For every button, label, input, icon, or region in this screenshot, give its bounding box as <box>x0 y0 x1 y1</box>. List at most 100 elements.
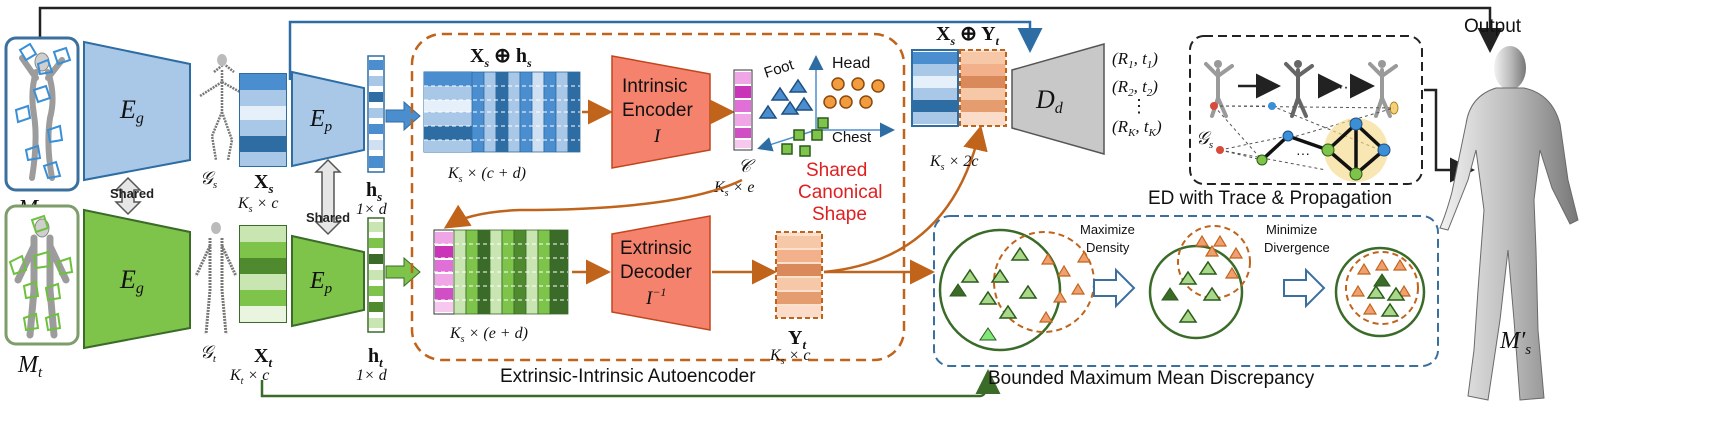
source-mesh-panel: Ms <box>4 36 80 225</box>
ed-graph: ··· <box>1216 117 1391 182</box>
svg-text:Shape: Shape <box>812 204 867 225</box>
svg-text:Ep: Ep <box>309 106 333 135</box>
svg-text:I: I <box>653 126 662 147</box>
svg-text:M′s: M′s <box>1499 328 1531 358</box>
arrow-yt-to-decoder <box>823 125 988 274</box>
target-mesh-figure <box>8 214 74 339</box>
svg-text:I−1: I−1 <box>645 285 666 309</box>
svg-text:𝒢s: 𝒢s <box>200 168 217 191</box>
shared-label-eg: Shared <box>110 186 154 201</box>
skip-arrow-source <box>38 6 1503 53</box>
svg-text:Xs: Xs <box>254 171 274 196</box>
source-mesh-figure <box>14 42 72 181</box>
target-mesh-sub: t <box>38 365 43 381</box>
global-encoder-source: Eg <box>83 40 191 182</box>
arrow-into-concat-bottom <box>385 256 421 288</box>
svg-text:1× d: 1× d <box>356 367 388 384</box>
svg-text:(R2, t2): (R2, t2) <box>1112 77 1158 99</box>
decoder-concat: Xs ⊕ Yt Ks × 2c <box>911 23 1007 173</box>
concat-block-bottom: 𝒞 ⊕ ht Ks × (e + d) <box>433 229 569 345</box>
svg-text:Eg: Eg <box>119 265 144 297</box>
svg-text:Ks × c: Ks × c <box>769 347 810 367</box>
skip-arrow-xs <box>288 20 1043 80</box>
svg-text:Density: Density <box>1086 240 1130 255</box>
svg-text:···: ··· <box>1296 145 1310 161</box>
arrow-canonical-to-decoder <box>443 178 743 229</box>
arrow-minimize-divergence <box>1283 267 1326 309</box>
feature-block-xt: Xt Kt × c <box>229 225 287 387</box>
svg-text:Kt × c: Kt × c <box>229 367 269 387</box>
shared-canonical-shape: Foot Head Chest Shared Canonical Shape <box>757 55 895 225</box>
svg-text:(RK, tK): (RK, tK) <box>1112 117 1162 139</box>
svg-text:···: ··· <box>1338 79 1354 96</box>
svg-text:Head: Head <box>832 55 870 72</box>
feature-block-yt: Yt Ks × c <box>769 231 823 367</box>
svg-text:Eg: Eg <box>119 95 144 127</box>
autoencoder-panel: Extrinsic-Intrinsic Autoencoder <box>410 32 906 387</box>
global-encoder-target: Eg <box>83 208 191 350</box>
bmmd-stage-1 <box>938 228 1095 352</box>
point-encoder-source: Ep <box>291 70 365 168</box>
bmmd-title: Bounded Maximum Mean Discrepancy <box>988 368 1315 389</box>
shared-arrow-eg: Shared <box>110 176 154 216</box>
svg-text:𝒢t: 𝒢t <box>200 342 217 365</box>
transform-list: (R1, t1) (R2, t2) ⋮ (RK, tK) <box>1112 49 1162 139</box>
svg-text:𝒢s: 𝒢s <box>1196 128 1213 151</box>
global-feature-hs: hs 1× d <box>356 55 388 218</box>
canonical-feature: 𝒞 Ks × e <box>713 69 756 199</box>
svg-text:Chest: Chest <box>832 129 872 146</box>
svg-text:Ks × c: Ks × c <box>237 195 278 215</box>
svg-text:Shared: Shared <box>806 160 867 181</box>
svg-text:Intrinsic: Intrinsic <box>622 76 687 97</box>
extrinsic-decoder: Extrinsic Decoder I−1 <box>611 215 711 331</box>
svg-text:Extrinsic: Extrinsic <box>620 238 692 259</box>
svg-text:Yt: Yt <box>788 327 806 352</box>
feature-block-xs: Xs Ks × c <box>237 73 287 215</box>
concat-block-top: Xs ⊕ hs Ks × (c + d) <box>423 45 581 185</box>
svg-text:⋮: ⋮ <box>1130 96 1148 116</box>
svg-text:ht: ht <box>368 345 383 370</box>
svg-text:Canonical: Canonical <box>798 182 883 203</box>
point-cloud-target: 𝒢t <box>194 222 238 365</box>
svg-text:Ks × (c + d): Ks × (c + d) <box>447 165 526 185</box>
point-encoder-target: Ep <box>291 234 365 328</box>
svg-text:Minimize: Minimize <box>1266 222 1317 237</box>
svg-text:Foot: Foot <box>762 56 797 82</box>
bmmd-panel: Bounded Maximum Mean Discrepancy Maximiz… <box>933 215 1439 389</box>
svg-text:Encoder: Encoder <box>622 100 693 121</box>
point-cloud-source: 𝒢s <box>199 54 241 191</box>
svg-text:Xt: Xt <box>254 345 272 370</box>
deformation-decoder: Dd <box>1011 43 1105 155</box>
target-mesh-label: M <box>17 352 40 378</box>
svg-text:Ks × (e + d): Ks × (e + d) <box>449 325 528 345</box>
bmmd-stage-3 <box>1334 246 1426 338</box>
svg-text:(R1, t1): (R1, t1) <box>1112 49 1158 71</box>
output-mesh: Output M′s <box>1439 16 1579 401</box>
svg-text:Divergence: Divergence <box>1264 240 1330 255</box>
svg-text:Ks × 2c: Ks × 2c <box>929 153 978 173</box>
svg-text:Xs ⊕ hs: Xs ⊕ hs <box>470 45 532 70</box>
shared-arrow-ep: Shared <box>306 158 350 236</box>
svg-text:Decoder: Decoder <box>620 262 692 283</box>
ed-panel: ··· 𝒢s ··· <box>1148 35 1423 209</box>
svg-text:𝒞: 𝒞 <box>738 156 756 176</box>
svg-text:Mt: Mt <box>17 352 43 381</box>
arrow-xt-to-bmmd <box>260 369 1001 398</box>
global-feature-ht: ht 1× d <box>356 217 388 384</box>
autoencoder-title: Extrinsic-Intrinsic Autoencoder <box>500 366 756 387</box>
svg-text:Ep: Ep <box>309 268 333 297</box>
svg-text:Maximize: Maximize <box>1080 222 1135 237</box>
svg-text:1× d: 1× d <box>356 201 388 218</box>
arrow-maximize-density <box>1093 267 1136 309</box>
svg-text:Xs ⊕ Yt: Xs ⊕ Yt <box>936 23 1000 48</box>
svg-text:hs: hs <box>366 179 382 204</box>
intrinsic-encoder: Intrinsic Encoder I <box>611 55 711 169</box>
output-title: Output <box>1464 16 1522 37</box>
arrow-into-concat-top <box>385 100 421 132</box>
ed-title: ED with Trace & Propagation <box>1148 188 1392 209</box>
svg-text:Dd: Dd <box>1035 85 1064 117</box>
bmmd-stage-2 <box>1148 225 1251 340</box>
target-mesh-panel: Mt <box>4 204 80 381</box>
shared-label-ep: Shared <box>306 210 350 225</box>
